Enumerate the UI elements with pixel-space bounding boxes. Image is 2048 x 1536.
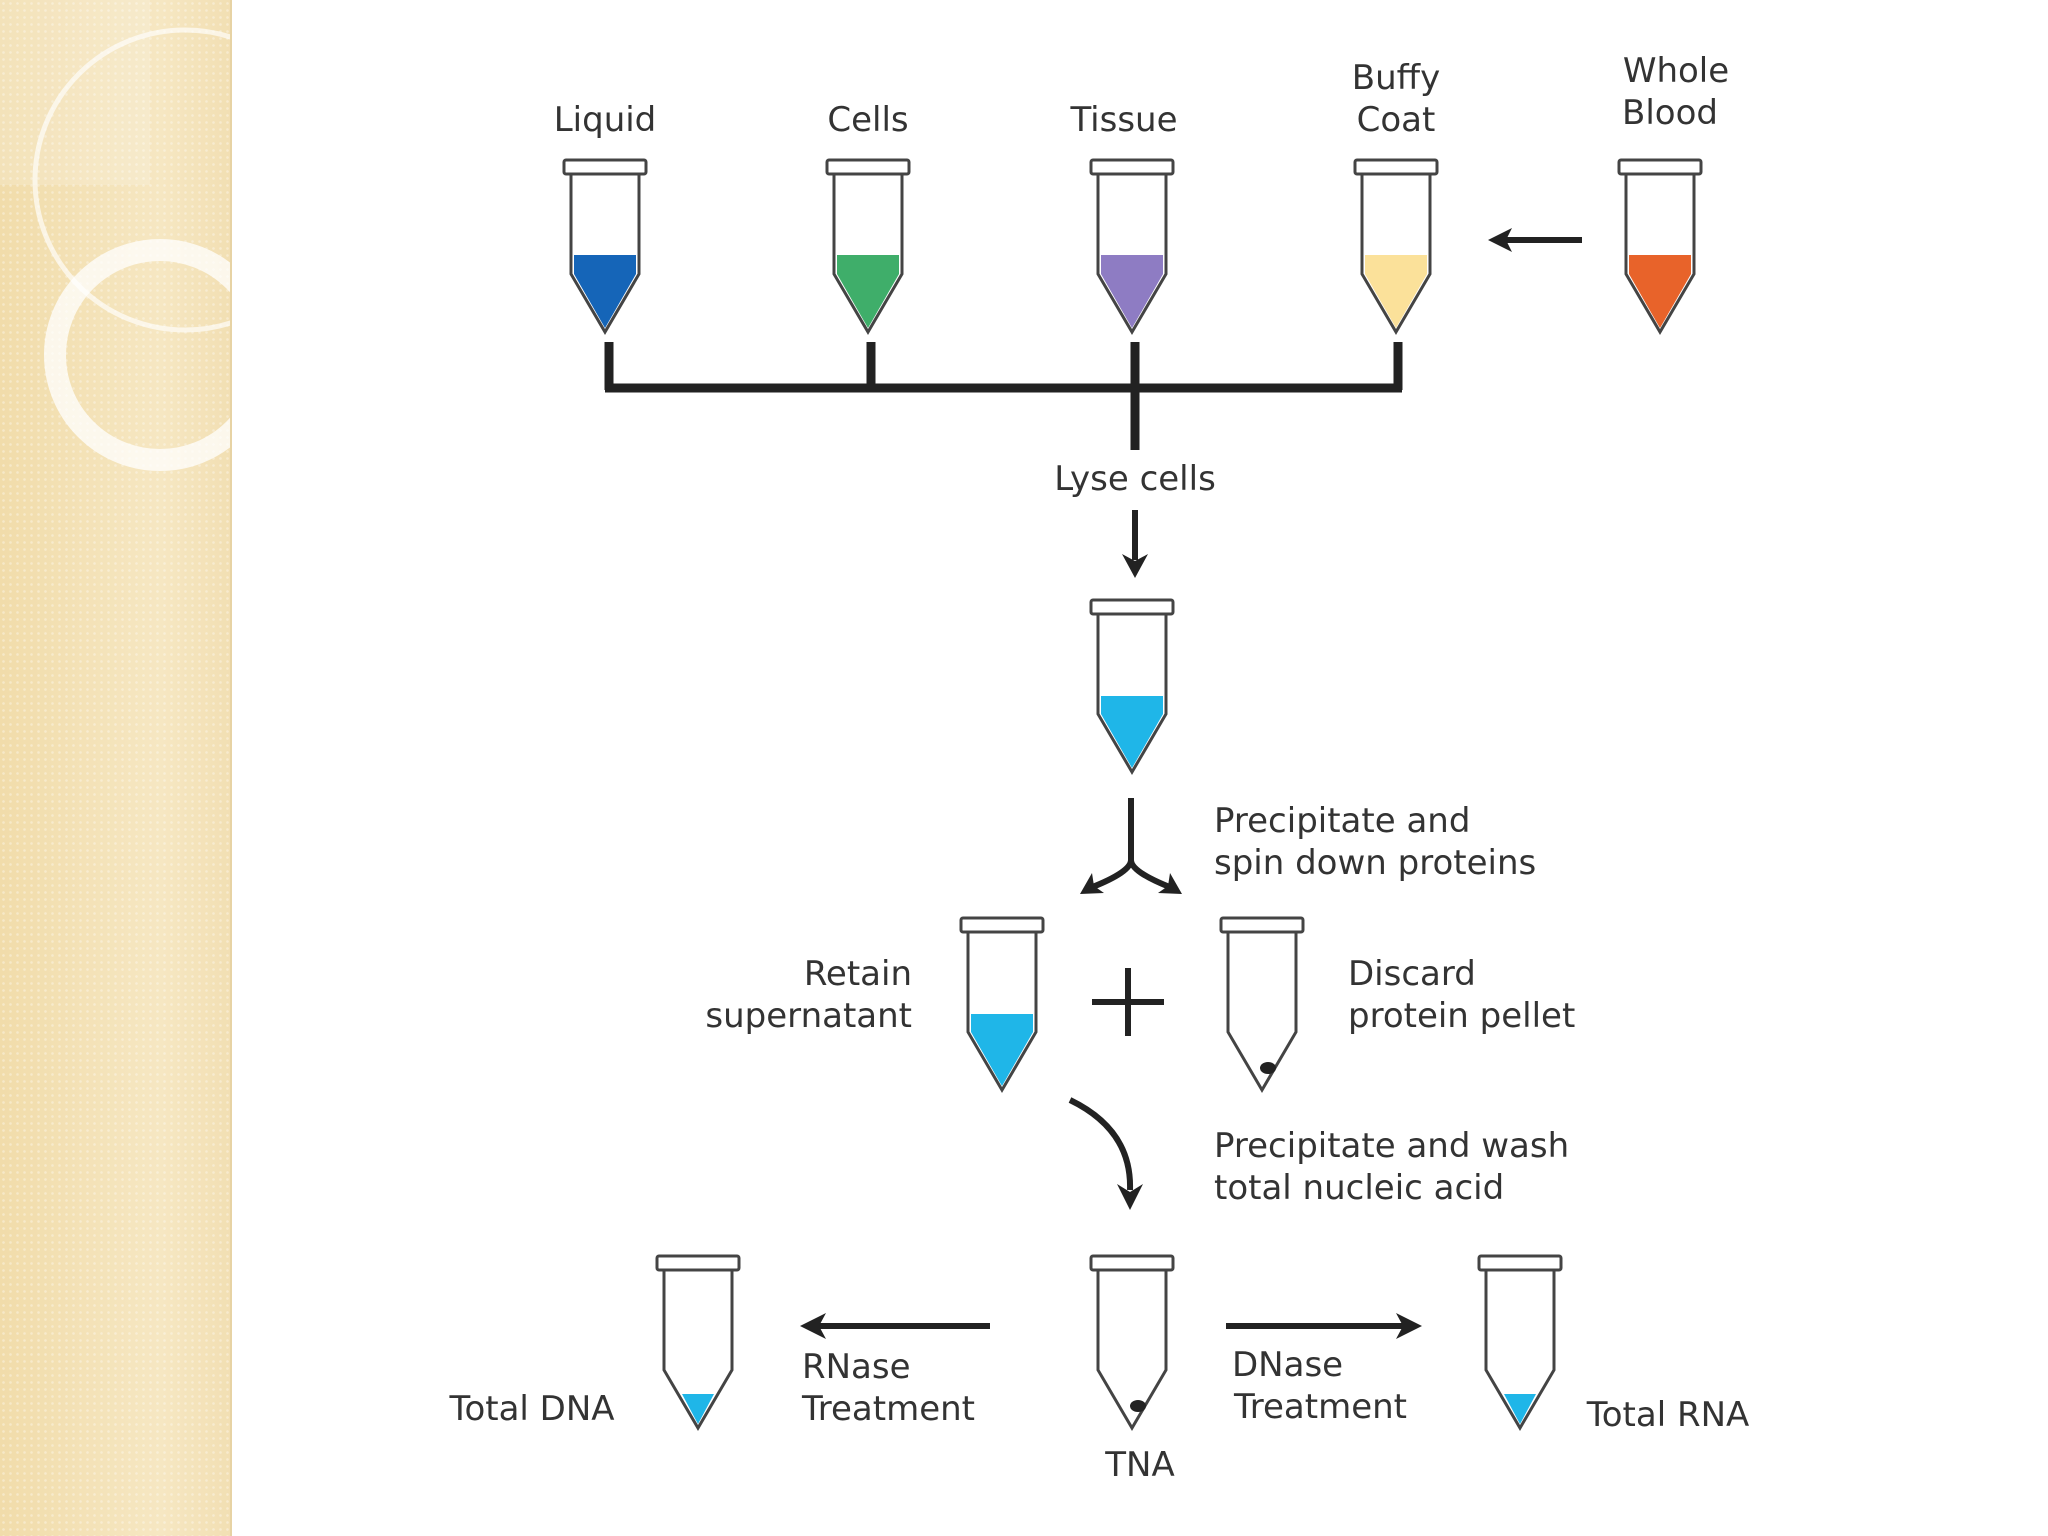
label-rnase-line1: RNase: [802, 1347, 911, 1387]
tube-cap: [1477, 1254, 1563, 1272]
tube-outline: [1096, 1268, 1168, 1431]
tube-cap: [1089, 158, 1175, 176]
tube-total-rna-fill: [1504, 1394, 1536, 1424]
label-precipitate-proteins-line2: spin down proteins: [1214, 843, 1536, 883]
label-tissue: Tissue: [1069, 100, 1177, 140]
label-cells: Cells: [827, 100, 908, 140]
plus-icon: [1092, 968, 1164, 1036]
tube-outline: [569, 172, 641, 335]
decorative-side-panel: [0, 0, 232, 1536]
tube-liquid-fill: [574, 255, 636, 328]
label-retain-line2: supernatant: [705, 996, 912, 1036]
tube-outline: [966, 930, 1038, 1093]
tube-whole-blood: [1617, 158, 1703, 335]
arrow-whole-blood-to-buffy-coat: [1488, 228, 1582, 252]
label-rnase-line2: Treatment: [801, 1389, 975, 1429]
tube-protein-pellet: [1219, 916, 1305, 1093]
label-tna: TNA: [1104, 1445, 1174, 1485]
label-dnase-line1: DNase: [1232, 1345, 1343, 1385]
label-discard-line2: protein pellet: [1348, 996, 1575, 1036]
label-total-dna: Total DNA: [448, 1389, 614, 1429]
arrow-dnase: [1226, 1313, 1422, 1339]
tube-total-dna: [655, 1254, 741, 1431]
decorative-ring-small: [44, 239, 230, 471]
collector-bracket: [604, 342, 1403, 450]
label-discard-line1: Discard: [1348, 954, 1476, 994]
tube-total-rna: [1477, 1254, 1563, 1431]
tube-buffy-coat: [1353, 158, 1439, 335]
tube-lysate: [1089, 598, 1175, 775]
tube-cap: [1219, 916, 1305, 934]
tube-cells-fill: [837, 255, 899, 328]
decorative-rings: [0, 0, 230, 471]
tube-outline: [1226, 930, 1298, 1093]
tube-cap: [825, 158, 911, 176]
decorative-highlight: [0, 0, 150, 185]
label-whole-blood-line1: Whole: [1623, 51, 1729, 91]
arrow-split-left-head: [1080, 873, 1104, 894]
arrow-lyse-down: [1122, 510, 1148, 578]
label-total-rna: Total RNA: [1586, 1395, 1750, 1435]
tube-supernatant-fill: [971, 1014, 1033, 1086]
decorative-ring-large: [32, 27, 230, 333]
tube-cap: [1089, 598, 1175, 616]
protein-pellet: [1260, 1062, 1276, 1074]
tube-cells: [825, 158, 911, 335]
tube-outline: [1624, 172, 1696, 335]
tube-buffy-coat-fill: [1365, 255, 1427, 328]
label-retain-line1: Retain: [804, 954, 912, 994]
label-precipitate-wash-line2: total nucleic acid: [1214, 1168, 1504, 1208]
tube-tna: [1089, 1254, 1175, 1431]
tube-lysate-fill: [1101, 696, 1163, 768]
tube-cap: [655, 1254, 741, 1272]
label-buffy-coat-line2: Coat: [1357, 100, 1436, 140]
tube-tissue-fill: [1101, 255, 1163, 328]
tube-outline: [832, 172, 904, 335]
tube-supernatant: [959, 916, 1045, 1093]
tube-outline: [1096, 172, 1168, 335]
tube-outline: [1484, 1268, 1556, 1431]
tube-whole-blood-fill: [1629, 255, 1691, 328]
arrow-split-right-head: [1158, 873, 1182, 894]
label-liquid: Liquid: [554, 100, 657, 140]
tube-cap: [1353, 158, 1439, 176]
tube-cap: [562, 158, 648, 176]
arrow-split: [1088, 798, 1174, 891]
arrow-rnase: [800, 1313, 990, 1339]
tube-liquid: [562, 158, 648, 335]
tube-outline: [1096, 612, 1168, 775]
tube-cap: [1089, 1254, 1175, 1272]
label-precipitate-proteins-line1: Precipitate and: [1214, 801, 1470, 841]
label-dnase-line2: Treatment: [1233, 1387, 1407, 1427]
tube-cap: [959, 916, 1045, 934]
label-buffy-coat-line1: Buffy: [1352, 58, 1440, 98]
label-precipitate-wash-line1: Precipitate and wash: [1214, 1126, 1569, 1166]
tna-pellet: [1130, 1400, 1146, 1412]
label-lyse-cells: Lyse cells: [1054, 459, 1216, 499]
tube-tissue: [1089, 158, 1175, 335]
tube-total-dna-fill: [682, 1394, 714, 1424]
tube-cap: [1617, 158, 1703, 176]
arrow-curve-down: [1068, 1097, 1143, 1210]
label-whole-blood-line2: Blood: [1622, 93, 1718, 133]
tube-outline: [662, 1268, 734, 1431]
tube-outline: [1360, 172, 1432, 335]
